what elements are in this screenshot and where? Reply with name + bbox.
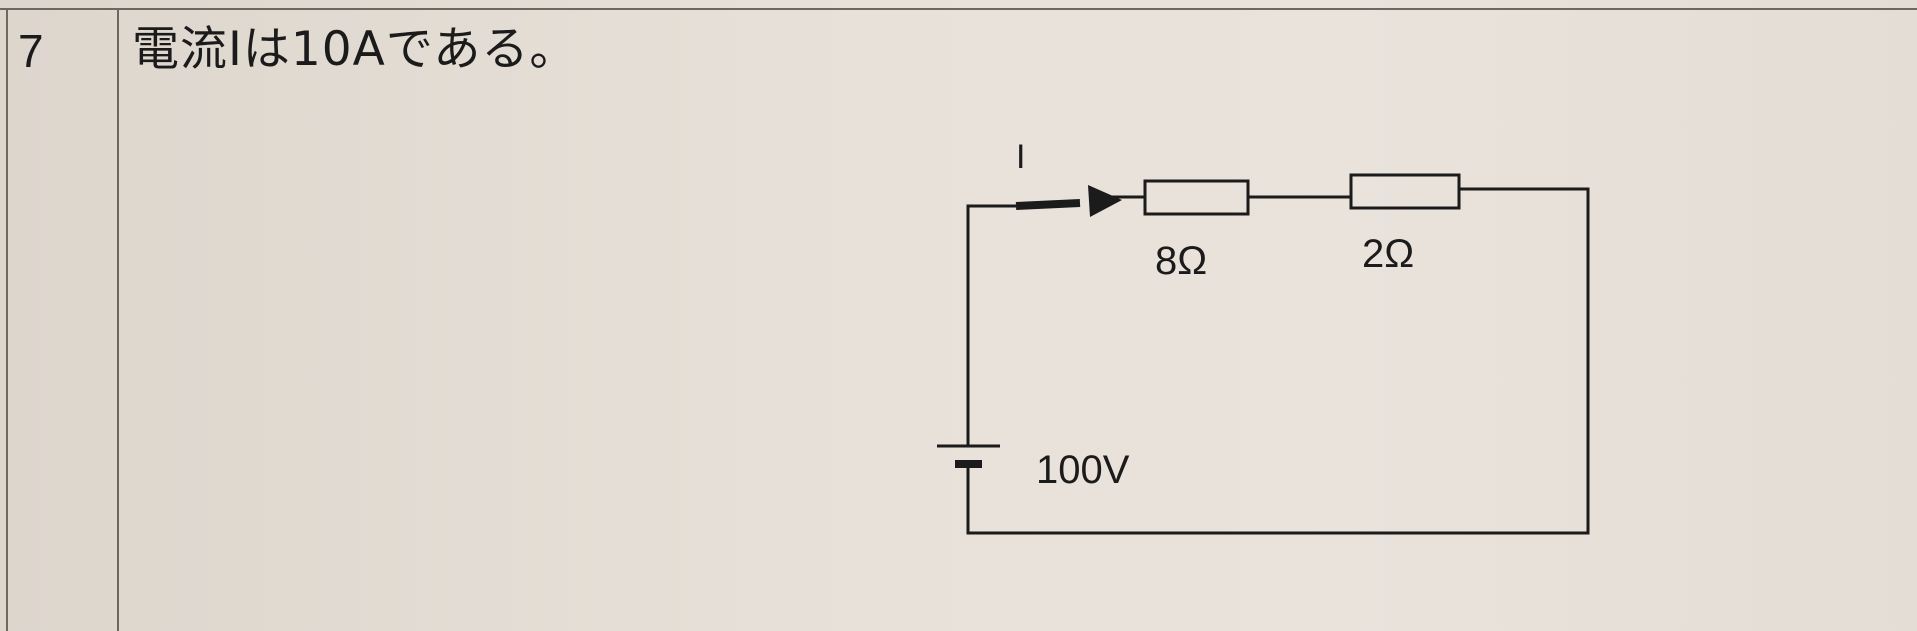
table-left-border [6, 8, 8, 631]
resistor-2-ohm-label: 2Ω [1362, 232, 1414, 276]
resistor-8-ohm-label: 8Ω [1155, 239, 1207, 283]
resistor-8-ohm [1143, 179, 1250, 216]
current-label: I [1016, 138, 1025, 176]
question-statement: 電流Iは10Aである。 [132, 22, 578, 77]
current-arrow [1015, 185, 1122, 217]
battery-voltage-label: 100V [1036, 448, 1130, 492]
resistor-2-ohm [1349, 173, 1461, 210]
circuit-wires [966, 187, 1590, 535]
wire-right-loop [966, 187, 1590, 535]
wire-left-top [966, 204, 1016, 446]
question-number: 7 [18, 25, 44, 77]
table-top-border [0, 8, 1917, 10]
battery-symbol [937, 444, 1000, 468]
number-column-divider [117, 8, 119, 631]
